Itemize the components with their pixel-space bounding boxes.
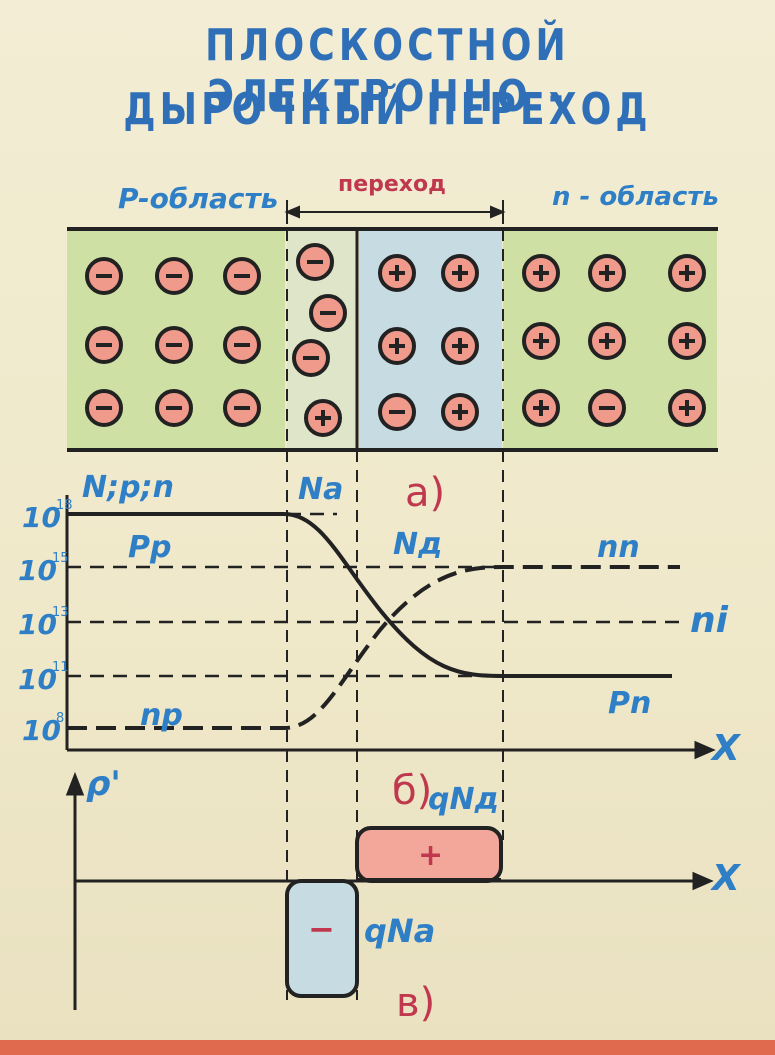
p-side-ion bbox=[223, 257, 261, 295]
junction-left-ion bbox=[292, 339, 330, 377]
title-line-2: ДЫРОЧНЫЙ ПЕРЕХОД bbox=[123, 84, 652, 135]
panel-c-label: в) bbox=[396, 980, 436, 1026]
ion-grid bbox=[85, 243, 706, 437]
n-side-ion bbox=[588, 322, 626, 360]
tick-label: 10 bbox=[22, 501, 61, 534]
junction-right-ion bbox=[378, 254, 416, 292]
positive-sign: + bbox=[418, 838, 444, 873]
n-side-ion bbox=[668, 254, 706, 292]
p-region-label: P-область bbox=[118, 182, 278, 215]
graph-b-x-label: X bbox=[712, 858, 740, 899]
tick-exponent: 15 bbox=[52, 551, 69, 566]
p-side-ion bbox=[223, 326, 261, 364]
junction-right-ion bbox=[441, 254, 479, 292]
junction-right-ion bbox=[378, 327, 416, 365]
tick-exponent: 8 bbox=[56, 711, 64, 726]
p-region-text: P-область bbox=[118, 182, 279, 215]
n-side-ion bbox=[588, 389, 626, 427]
na-label: Na bbox=[298, 472, 344, 507]
p-side-ion bbox=[155, 326, 193, 364]
graph-a-y-label: N;p;n bbox=[82, 470, 174, 505]
tick-label: 10 bbox=[18, 608, 57, 641]
graph-a-x-label: X bbox=[712, 728, 740, 769]
junction-label: переход bbox=[338, 172, 446, 197]
p-side-ion bbox=[85, 389, 123, 427]
positive-charge-label: qNд bbox=[428, 782, 499, 817]
junction-right-ion bbox=[378, 393, 416, 431]
pp-curve bbox=[67, 512, 672, 678]
panel-a-label: а) bbox=[405, 470, 446, 516]
n-side-ion bbox=[522, 322, 560, 360]
p-side-ion bbox=[155, 389, 193, 427]
negative-charge-bar bbox=[285, 879, 359, 998]
title-line-1: ПЛОСКОСТНОЙ ЭЛЕКТРОННО - bbox=[205, 20, 570, 122]
tick-label: 10 bbox=[18, 663, 57, 696]
p-side-ion bbox=[85, 326, 123, 364]
negative-charge-label: qNa bbox=[364, 912, 436, 950]
p-side-ion bbox=[223, 389, 261, 427]
n-side-ion bbox=[522, 389, 560, 427]
junction-left-ion bbox=[296, 243, 334, 281]
n-side-ion bbox=[668, 389, 706, 427]
tick-label: 10 bbox=[18, 554, 57, 587]
np-label: np bbox=[140, 698, 183, 733]
pp-label: Pp bbox=[128, 530, 172, 565]
nn-label: nn bbox=[597, 530, 640, 565]
graph-b-axes bbox=[65, 771, 714, 1010]
ni-label: ni bbox=[690, 600, 728, 641]
junction-right-ion bbox=[441, 327, 479, 365]
n-region-text: n - область bbox=[552, 182, 719, 212]
np-curve bbox=[67, 565, 680, 730]
n-region-label: n - область bbox=[552, 182, 719, 212]
p-side-ion bbox=[155, 257, 193, 295]
tick-exponent: 13 bbox=[52, 605, 69, 620]
nd-label: Nд bbox=[393, 527, 443, 562]
panel-b-label: б) bbox=[392, 768, 433, 814]
tick-label: 10 bbox=[22, 714, 61, 747]
tick-exponent: 11 bbox=[52, 660, 69, 675]
p-side-ion bbox=[85, 257, 123, 295]
n-side-ion bbox=[522, 254, 560, 292]
pn-label: Pn bbox=[608, 686, 652, 721]
junction-width-arrow bbox=[284, 200, 506, 224]
junction-left-ion bbox=[309, 294, 347, 332]
tick-exponent: 18 bbox=[56, 498, 73, 513]
junction-left-ion bbox=[304, 399, 342, 437]
graph-b-y-label: ρ' bbox=[86, 764, 121, 804]
negative-sign: − bbox=[308, 910, 335, 948]
poster-frame bbox=[0, 1040, 775, 1055]
junction-right-ion bbox=[441, 393, 479, 431]
n-side-ion bbox=[668, 322, 706, 360]
guide-lines bbox=[286, 450, 504, 1000]
n-side-ion bbox=[588, 254, 626, 292]
